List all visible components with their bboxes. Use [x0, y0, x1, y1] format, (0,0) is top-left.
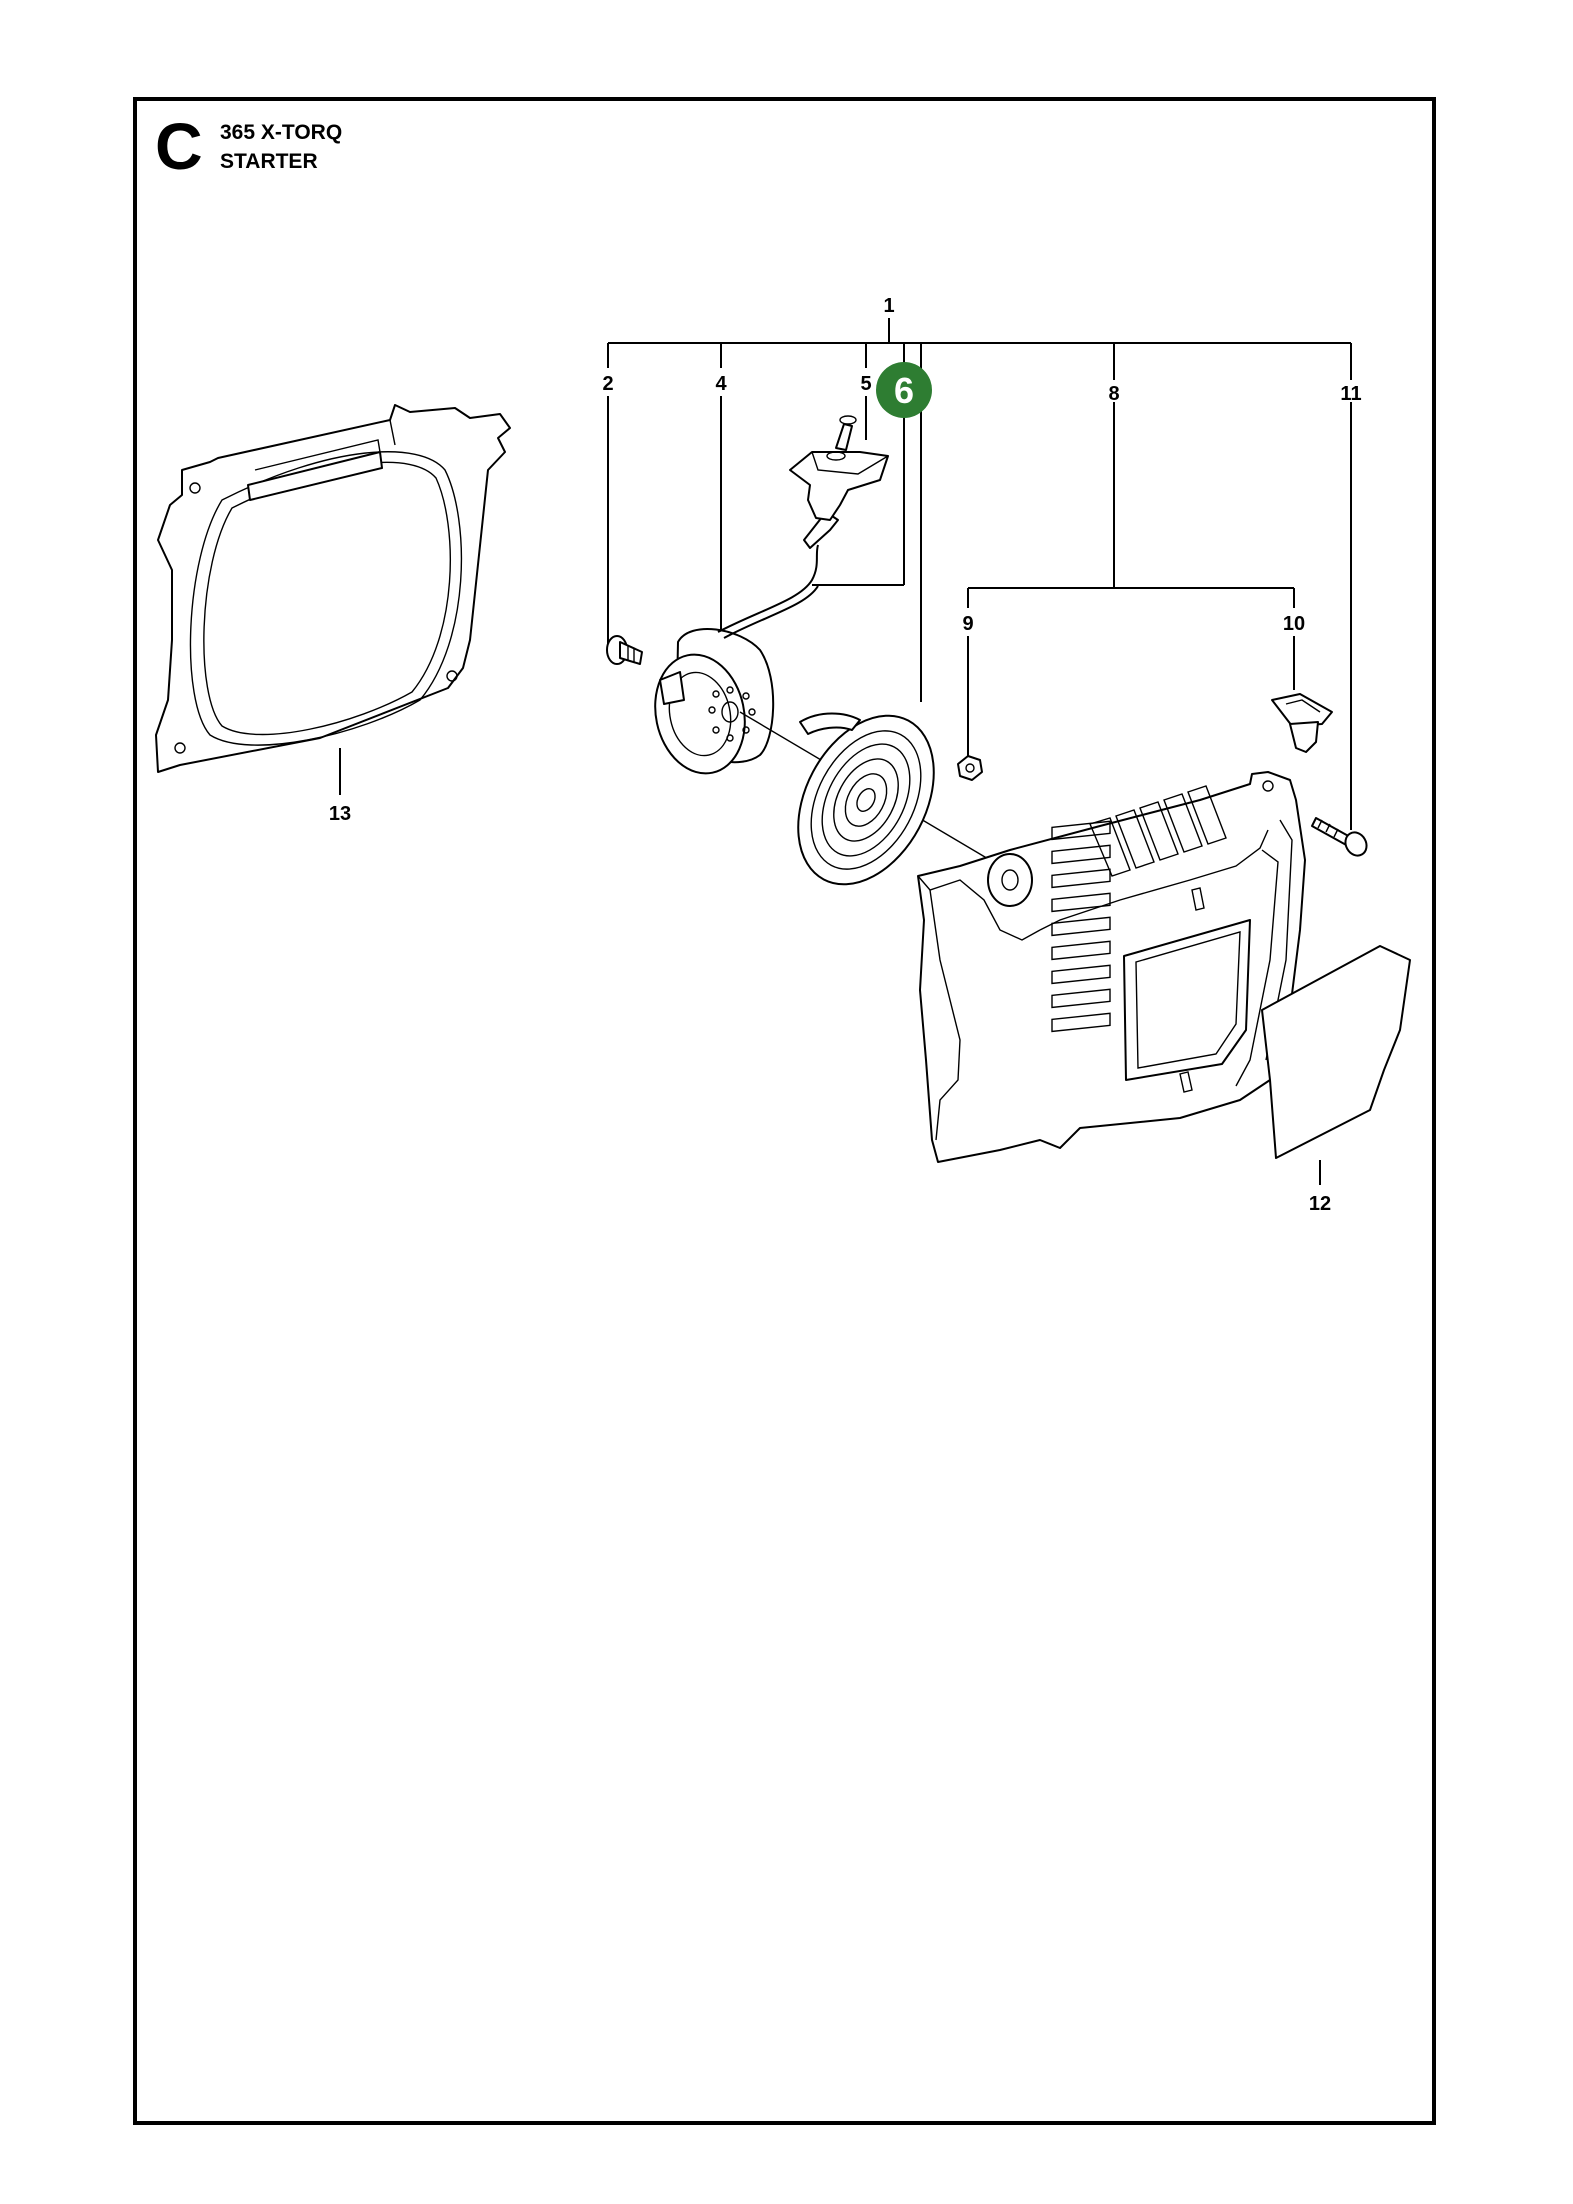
badge-6-label: 6	[894, 370, 914, 411]
part-13-air-guide	[155, 404, 511, 773]
callout-12: 12	[1309, 1193, 1331, 1215]
part-2-screw	[606, 635, 643, 665]
part-10-bushing	[1271, 693, 1333, 753]
part-4-pulley	[654, 628, 991, 861]
part-11-screw	[1311, 817, 1368, 857]
callout-labels: 1 2 4 5 8 9 10 11 12 13	[329, 295, 1362, 1215]
page-frame	[133, 97, 1436, 2125]
group-title: STARTER	[220, 150, 318, 173]
model-title: 365 X-TORQ	[220, 121, 343, 144]
callout-9: 9	[962, 613, 973, 635]
callout-8: 8	[1108, 383, 1119, 405]
section-letter: C	[155, 109, 203, 183]
part-8-starter-housing	[917, 771, 1306, 1163]
callout-13: 13	[329, 803, 351, 825]
part-9-nut	[957, 755, 983, 781]
leader-lines	[339, 318, 1352, 1185]
side-vent-slots	[1051, 820, 1111, 1033]
callout-5: 5	[860, 373, 871, 395]
rewind-spring	[797, 712, 935, 886]
callout-11: 11	[1340, 383, 1361, 405]
part-12-decal	[1261, 945, 1411, 1159]
callout-10: 10	[1283, 613, 1305, 635]
top-vent-slots	[1089, 785, 1227, 877]
callout-1: 1	[883, 295, 894, 317]
part-5-handle-and-rope	[717, 415, 889, 639]
badge-6: 6	[876, 362, 932, 418]
callout-4: 4	[715, 373, 727, 395]
callout-2: 2	[602, 373, 613, 395]
